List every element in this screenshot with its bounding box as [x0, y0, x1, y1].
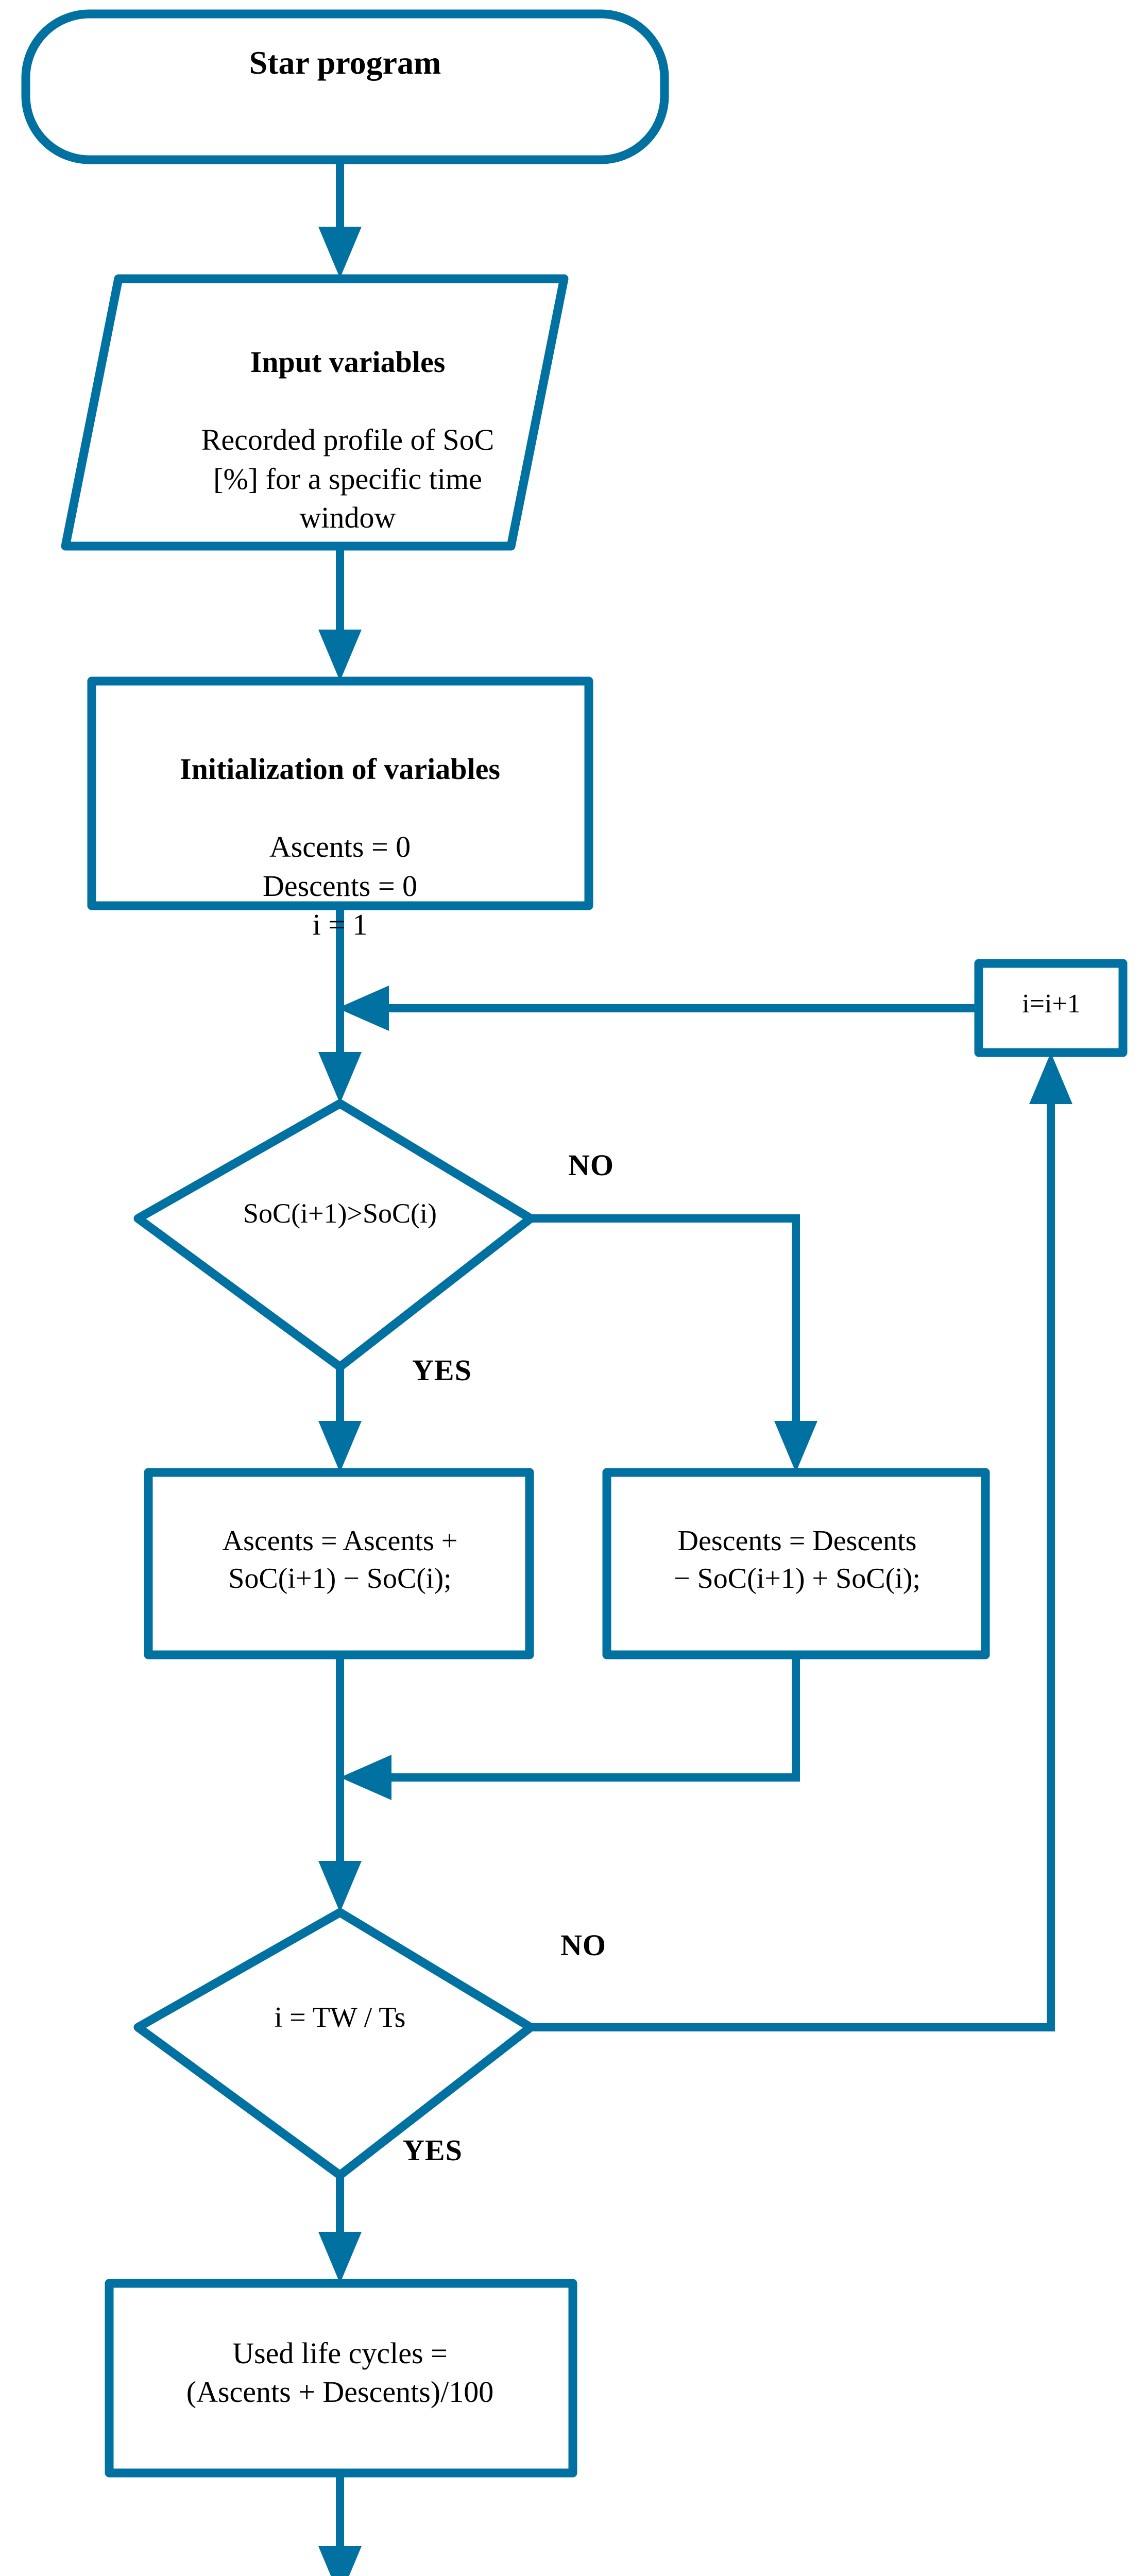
node-ascents-shape[interactable] — [144, 1468, 534, 1659]
edge-cycles-to-end — [318, 2473, 362, 2576]
node-decision-end-shape[interactable] — [133, 1908, 535, 2180]
node-init-shape[interactable] — [87, 676, 593, 910]
edge-init-to-decision-soc — [318, 906, 362, 1104]
node-descents-shape[interactable] — [602, 1468, 990, 1659]
branch-label-soc-no: NO — [568, 1148, 614, 1182]
branch-label-soc-yes: YES — [412, 1353, 472, 1387]
node-input-shape[interactable] — [61, 274, 569, 551]
edge-input-to-init — [318, 549, 362, 681]
edge-decision-end-yes — [318, 2175, 362, 2283]
edge-descents-to-merge — [340, 1655, 800, 1800]
edge-decision-soc-yes — [318, 1367, 362, 1472]
edge-start-to-input — [318, 160, 362, 278]
node-iterator-shape[interactable] — [974, 959, 1128, 1057]
node-cycles-shape[interactable] — [105, 2279, 577, 2478]
edge-iterator-to-loop-entry — [337, 986, 979, 1031]
node-start-shape[interactable] — [21, 9, 669, 164]
edge-ascents-to-decision-end — [318, 1655, 362, 1912]
edge-decision-soc-no — [531, 1214, 817, 1472]
branch-label-end-yes: YES — [403, 2133, 463, 2167]
node-decision-soc-shape[interactable] — [133, 1099, 535, 1371]
branch-label-end-no: NO — [560, 1928, 606, 1962]
edge-decision-end-no — [531, 1053, 1072, 2031]
